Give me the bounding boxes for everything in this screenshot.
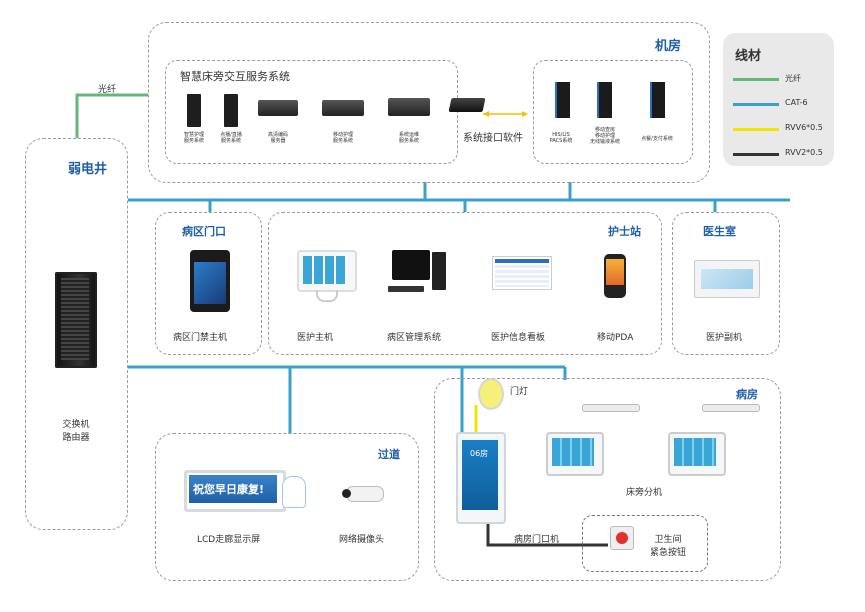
info-board-label: 医护信息看板	[491, 333, 546, 343]
ward-entrance-title: 病区门口	[182, 225, 226, 238]
rack-server-icon	[388, 98, 430, 116]
fiber-line	[75, 93, 148, 138]
ward-room-area	[434, 378, 781, 581]
network-camera-icon	[342, 486, 384, 502]
nurse-host-label: 医护主机	[297, 333, 334, 343]
lcd-corridor-screen: 祝您早日康复!	[184, 470, 286, 512]
interface-device-icon	[448, 98, 486, 112]
rvv2-line	[486, 518, 608, 547]
legend-item-rvv2: RVV2*0.5	[733, 148, 828, 160]
server-label: 高清编码服务器	[267, 132, 288, 144]
bedside-terminal-icon	[546, 432, 604, 476]
doctor-room-title: 医生室	[703, 225, 736, 238]
server-room-title: 机房	[655, 39, 682, 54]
bed-arm-icon	[582, 404, 640, 412]
rack-server-icon	[322, 100, 364, 116]
nurse-station-area	[268, 212, 662, 355]
server-icon	[650, 82, 665, 118]
tower-server-icon	[224, 94, 238, 127]
medical-sub-device-icon	[694, 260, 760, 298]
weak-current-shaft-area	[25, 138, 128, 530]
interface-software-label: 系统接口软件	[463, 133, 523, 144]
server-label: 点餐/支付系统	[641, 136, 673, 142]
hospital-systems-group	[533, 60, 693, 164]
door-light-icon	[478, 378, 504, 410]
lcd-label: LCD走廊显示屏	[197, 535, 261, 545]
bedside-terminal-label: 床旁分机	[626, 488, 663, 498]
legend-item-rvv6: RVV6*0.5	[733, 123, 828, 135]
server-room-area	[148, 22, 710, 183]
legend-title: 线材	[735, 49, 762, 64]
mobile-pda-label: 移动PDA	[597, 333, 634, 343]
door-light-label: 门灯	[510, 387, 529, 397]
bedside-system-title: 智慧床旁交互服务系统	[180, 70, 290, 83]
access-control-label: 病区门禁主机	[173, 333, 228, 343]
server-label: 点播/直播服务系统	[220, 132, 242, 144]
emergency-button-icon	[610, 526, 634, 550]
ward-entrance-area	[155, 212, 262, 355]
emergency-button-label: 卫生间紧急按钮	[650, 535, 687, 558]
legend-panel: 线材 光纤 CAT-6 RVV6*0.5 RVV2*0.5	[723, 33, 834, 166]
fiber-label: 光纤	[98, 85, 117, 95]
bedside-terminal-icon	[668, 432, 726, 476]
tower-server-icon	[187, 94, 201, 127]
server-label: 系统运维服务系统	[398, 132, 419, 144]
corridor-area	[155, 433, 419, 581]
door-unit-room-number: 06房	[470, 449, 489, 458]
ward-management-label: 病区管理系统	[387, 333, 442, 343]
server-label: 移动护理服务系统	[332, 132, 353, 144]
door-unit-label: 病房门口机	[514, 535, 560, 545]
bedside-system-group	[165, 60, 458, 164]
access-control-device-icon	[190, 250, 230, 312]
pda-icon	[604, 254, 626, 298]
server-label: 智慧护理服务系统	[183, 132, 204, 144]
desktop-computer-icon	[392, 250, 430, 280]
keyboard-icon	[388, 286, 424, 292]
network-camera-label: 网络摄像头	[339, 535, 385, 545]
ward-room-title: 病房	[736, 388, 758, 401]
legend-item-fiber: 光纤	[733, 73, 828, 85]
nurse-station-title: 护士站	[608, 225, 641, 238]
switch-router-label: 交换机路由器	[62, 420, 90, 443]
cabinet-rack-detail	[61, 278, 89, 360]
corridor-title: 过道	[378, 448, 400, 461]
server-icon	[555, 82, 570, 118]
bed-arm-icon	[702, 404, 760, 412]
server-label: 移动查房移动护理无线输液系统	[589, 127, 620, 145]
legend-item-cat6: CAT-6	[733, 98, 828, 110]
nurse-figure-icon	[282, 476, 306, 508]
info-board-icon	[492, 256, 552, 290]
medical-sub-device-label: 医护副机	[706, 333, 743, 343]
doctor-room-area	[672, 212, 780, 355]
weak-current-shaft-title: 弱电井	[68, 162, 108, 177]
host-stand-icon	[316, 290, 338, 302]
nurse-host-icon	[297, 250, 357, 292]
pc-tower-icon	[432, 252, 446, 290]
rack-server-icon	[258, 100, 298, 116]
door-unit-device: 06房	[456, 432, 506, 524]
server-icon	[597, 82, 612, 118]
bathroom-area	[582, 515, 708, 572]
lcd-screen-text: 祝您早日康复!	[193, 483, 265, 496]
